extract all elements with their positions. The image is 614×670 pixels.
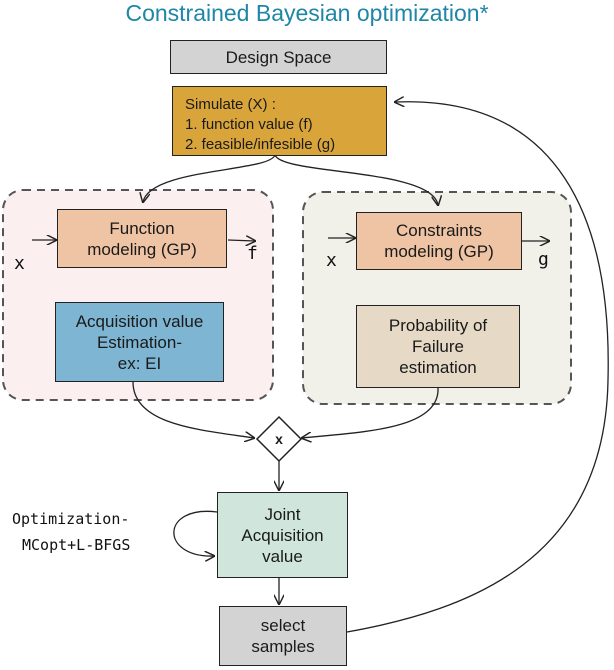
- simulate-line-2: 1. function value (f): [185, 116, 313, 133]
- constraints-modeling-node: Constraints modeling (GP): [356, 212, 522, 270]
- edge-simulate-to-constraints: [274, 154, 438, 205]
- simulate-line-1: Simulate (X) :: [185, 96, 276, 113]
- acquisition-line-2: Estimation-: [96, 332, 182, 352]
- left-input-label: x: [14, 253, 25, 274]
- select-line-2: samples: [251, 637, 315, 656]
- constraints-modeling-line-2: modeling (GP): [384, 242, 494, 261]
- design-space-node: Design Space: [170, 40, 387, 74]
- select-samples-node: select samples: [219, 606, 347, 666]
- right-input-label: x: [326, 250, 337, 271]
- edge-acquisition-to-multiply: [132, 381, 254, 438]
- right-output-label: g: [538, 249, 549, 270]
- diagram-title: Constrained Bayesian optimization*: [125, 0, 489, 26]
- failure-node: Probability of Failure estimation: [356, 305, 520, 388]
- edge-simulate-to-function: [143, 154, 276, 202]
- edge-left-output: [227, 240, 255, 241]
- edge-select-to-simulate: [346, 102, 609, 633]
- multiply-label-holder: x: [264, 428, 294, 450]
- simulate-line-3: 2. feasible/infesible (g): [185, 136, 336, 153]
- select-line-1: select: [260, 616, 306, 635]
- joint-acquisition-node: Joint Acquisition value: [217, 492, 348, 578]
- acquisition-line-1: Acquisition value: [75, 311, 204, 331]
- failure-line-3: estimation: [399, 358, 477, 377]
- acquisition-line-3: ex: EI: [117, 353, 162, 373]
- simulate-node: Simulate (X) : 1. function value (f) 2. …: [172, 86, 387, 156]
- edge-optimization-loop: [173, 510, 218, 556]
- function-modeling-node: Function modeling (GP): [57, 209, 227, 268]
- function-modeling-line-2: modeling (GP): [87, 239, 197, 259]
- optimization-label-line-1: Optimization-: [12, 510, 130, 528]
- edge-failure-to-multiply: [302, 387, 439, 438]
- acquisition-node: Acquisition value Estimation- ex: EI: [55, 302, 224, 382]
- design-space-label: Design Space: [225, 47, 332, 67]
- failure-line-2: Failure: [412, 337, 464, 356]
- function-modeling-line-1: Function: [109, 218, 175, 238]
- joint-line-1: Joint: [264, 504, 301, 524]
- joint-line-2: Acquisition: [241, 525, 324, 545]
- multiply-label: x: [275, 430, 283, 447]
- joint-line-3: value: [262, 546, 303, 566]
- constraints-modeling-line-1: Constraints: [396, 221, 482, 240]
- optimization-label-line-2: MCopt+L-BFGS: [22, 536, 131, 554]
- failure-line-1: Probability of: [388, 316, 488, 335]
- left-output-label: f: [247, 243, 258, 264]
